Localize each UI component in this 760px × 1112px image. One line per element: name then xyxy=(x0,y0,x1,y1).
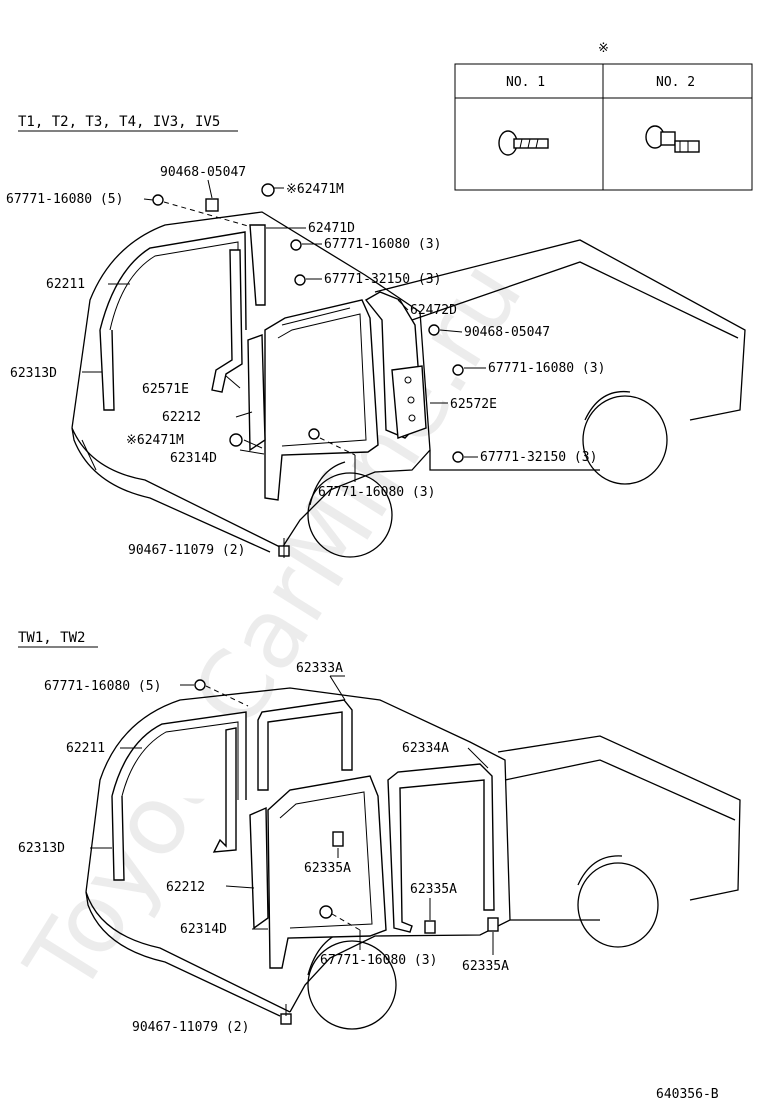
clip-icon xyxy=(452,451,464,463)
label-67771-16080-3-b: 67771-16080 (3) xyxy=(488,361,605,376)
clip-icon xyxy=(290,239,302,251)
label-62472d: 62472D xyxy=(410,303,457,318)
illustration-code: 640356-B xyxy=(656,1087,719,1102)
clip-icon xyxy=(294,274,306,286)
bottom-section-label: TW1, TW2 xyxy=(18,630,85,646)
label-62335a-c: 62335A xyxy=(462,959,509,974)
clip-icon xyxy=(152,194,164,206)
screw-icon xyxy=(428,324,440,336)
bottom-section: TW1, TW2 xyxy=(18,630,741,1035)
legend-col2: NO. 2 xyxy=(656,75,695,90)
screw-icon xyxy=(319,905,333,919)
top-section: T1, T2, T3, T4, IV3, IV5 xyxy=(6,114,746,558)
label-62334a: 62334A xyxy=(402,741,449,756)
label-62471d: 62471D xyxy=(308,221,355,236)
label-90468-05047: 90468-05047 xyxy=(160,165,246,180)
clip-icon xyxy=(424,920,436,934)
label-62572e: 62572E xyxy=(450,397,497,412)
label-62333a: 62333A xyxy=(296,661,343,676)
top-leader-lines xyxy=(82,179,486,558)
label-62471m-b: ※62471M xyxy=(126,433,184,448)
clip-icon xyxy=(452,364,464,376)
label-67771-16080-3-c: 67771-16080 (3) xyxy=(318,485,435,500)
top-section-label: T1, T2, T3, T4, IV3, IV5 xyxy=(18,114,220,130)
legend-symbol: ※ xyxy=(598,41,609,56)
label-62314d-b: 62314D xyxy=(180,922,227,937)
label-67771-16080-3: 67771-16080 (3) xyxy=(324,237,441,252)
clip-no2-icon xyxy=(645,125,700,153)
label-62211-b: 62211 xyxy=(66,741,105,756)
clip-icon xyxy=(308,428,320,440)
label-62571e: 62571E xyxy=(142,382,189,397)
top-vehicle-body xyxy=(71,211,746,558)
label-62314d: 62314D xyxy=(170,451,217,466)
label-67771-16080-3-d: 67771-16080 (3) xyxy=(320,953,437,968)
clip-icon xyxy=(487,917,499,932)
label-62471m: ※62471M xyxy=(286,182,344,197)
legend-table: ※ NO. 1 NO. 2 xyxy=(454,41,753,191)
bottom-leader-lines xyxy=(90,675,494,1016)
label-62313d-b: 62313D xyxy=(18,841,65,856)
screw-icon xyxy=(229,433,243,447)
label-62211: 62211 xyxy=(46,277,85,292)
label-67771-32150-3-b: 67771-32150 (3) xyxy=(480,450,597,465)
label-67771-16080-5: 67771-16080 (5) xyxy=(6,192,123,207)
label-67771-32150-3: 67771-32150 (3) xyxy=(324,272,441,287)
clip-icon xyxy=(194,679,206,691)
legend-col1: NO. 1 xyxy=(506,75,545,90)
bottom-vehicle-body xyxy=(85,687,741,1030)
label-90467-11079-2: 90467-11079 (2) xyxy=(128,543,245,558)
label-90468-05047-b: 90468-05047 xyxy=(464,325,550,340)
label-62212: 62212 xyxy=(162,410,201,425)
label-62313d: 62313D xyxy=(10,366,57,381)
label-62335a-b: 62335A xyxy=(410,882,457,897)
label-90467-11079-2-b: 90467-11079 (2) xyxy=(132,1020,249,1035)
label-67771-16080-5-b: 67771-16080 (5) xyxy=(44,679,161,694)
clip-icon xyxy=(205,198,219,212)
label-62335a: 62335A xyxy=(304,861,351,876)
label-62212-b: 62212 xyxy=(166,880,205,895)
clip-icon xyxy=(332,831,344,847)
screw-icon xyxy=(261,183,275,197)
screw-no1-icon xyxy=(498,130,549,156)
